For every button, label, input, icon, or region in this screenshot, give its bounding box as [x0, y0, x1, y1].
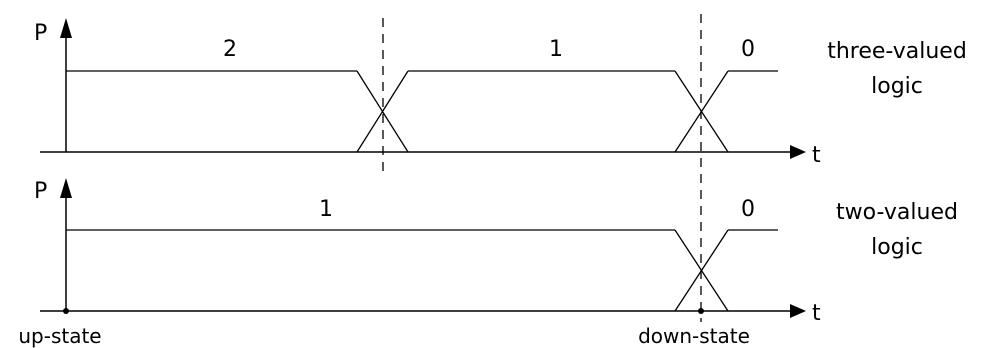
top-state-label-2: 2	[223, 37, 237, 62]
top-side-label-line1: three-valued	[827, 39, 967, 64]
bottom-y-axis-label: P	[34, 179, 47, 204]
top-state-label-0: 0	[741, 37, 755, 62]
up-state-marker-dot	[63, 308, 69, 314]
bottom-state-label-0: 0	[741, 197, 755, 222]
top-panel: P t 2 1 0 three-valued logic	[34, 18, 967, 172]
top-crossover-1-rising	[356, 70, 409, 153]
bottom-state-label-1: 1	[319, 197, 333, 222]
up-state-label: up-state	[18, 324, 101, 348]
bottom-y-axis-arrow-icon	[60, 178, 72, 198]
bottom-x-axis-arrow-icon	[790, 304, 806, 318]
bottom-x-axis-label: t	[812, 301, 821, 326]
down-state-label: down-state	[638, 324, 750, 348]
top-state-label-1: 1	[549, 37, 563, 62]
top-x-axis-arrow-icon	[790, 145, 806, 159]
top-y-axis-arrow-icon	[60, 18, 72, 38]
bottom-panel: P t 1 0 two-valued logic	[34, 178, 958, 326]
bottom-side-label-line2: logic	[871, 235, 923, 260]
top-x-axis-label: t	[812, 143, 821, 168]
top-y-axis-label: P	[34, 21, 47, 46]
bottom-side-label-line1: two-valued	[836, 200, 958, 225]
top-side-label-line2: logic	[871, 74, 923, 99]
